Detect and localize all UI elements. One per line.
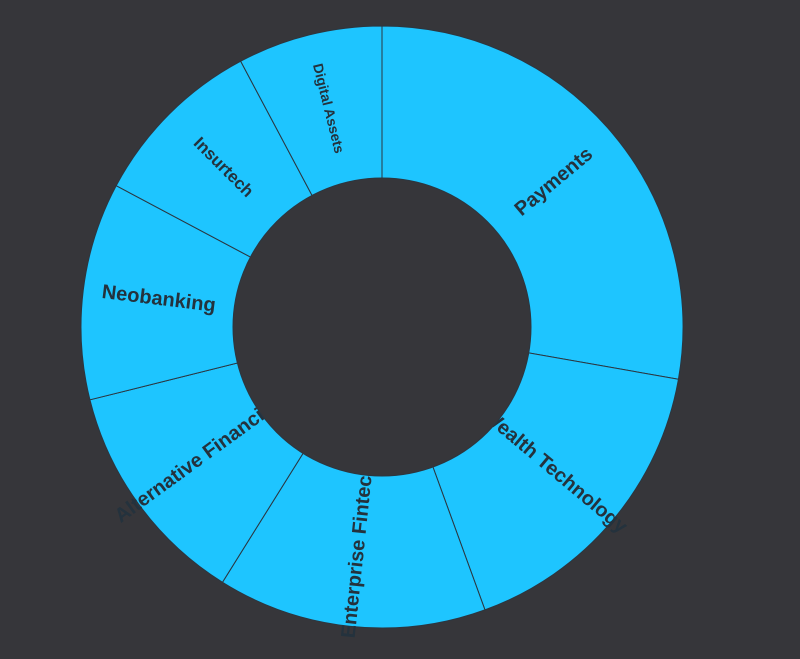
slice-enterprise-fintech[interactable] (221, 325, 486, 629)
slice-neobanking[interactable] (80, 185, 384, 401)
donut-hole (232, 177, 532, 477)
